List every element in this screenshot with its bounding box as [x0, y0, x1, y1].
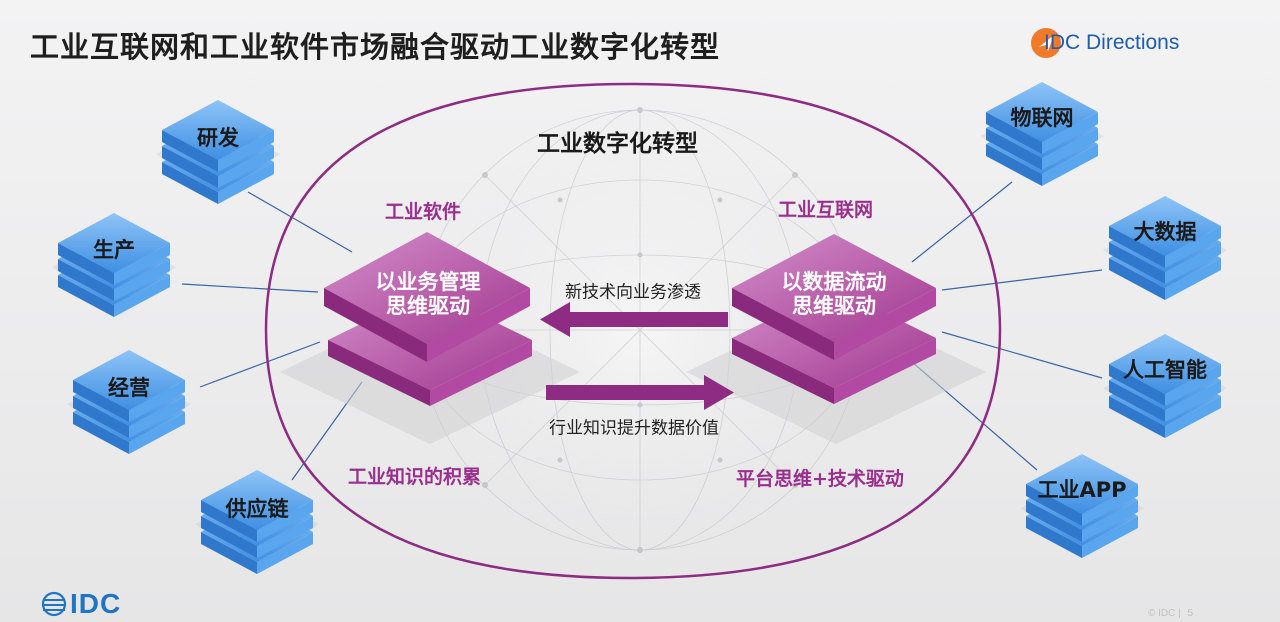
right-block-line-1: 以数据流动: [781, 270, 887, 294]
footer-copyright: © IDC |: [1148, 608, 1181, 619]
footer: © IDC | 5: [1148, 608, 1197, 619]
arrow-to-left: [540, 302, 728, 337]
left-group-heading: 工业软件: [385, 201, 462, 223]
idc-logo: IDC: [42, 588, 121, 620]
node-stack-supply-chain: [195, 470, 319, 574]
arrow-to-left-label: 新技术向业务渗透: [565, 282, 701, 303]
left-group-caption: 工业知识的积累: [348, 466, 482, 488]
idc-logo-text: IDC: [70, 588, 122, 619]
node-stack-iot: [980, 82, 1104, 186]
node-label-big-data: 大数据: [1133, 220, 1197, 244]
node-label-ai: 人工智能: [1123, 358, 1207, 382]
right-group-heading: 工业互联网: [778, 199, 874, 221]
node-label-production: 生产: [93, 238, 135, 262]
node-label-operations: 经营: [108, 376, 150, 400]
left-block-label: 以业务管理 思维驱动: [376, 270, 481, 318]
footer-page-number: 5: [1187, 608, 1194, 619]
page-title: 工业互联网和工业软件市场融合驱动工业数字化转型: [30, 30, 721, 64]
right-block-label: 以数据流动 思维驱动: [782, 270, 887, 318]
right-group-caption: 平台思维+技术驱动: [736, 468, 904, 490]
node-stack-rnd: [156, 100, 280, 204]
node-stack-operations: [67, 350, 191, 454]
brand-name: IDC Directions: [1044, 31, 1180, 54]
network-sphere: [410, 100, 870, 560]
node-label-industrial-app: 工业APP: [1037, 478, 1127, 502]
brand-compass-icon: [1031, 28, 1061, 58]
idc-globe-icon: [41, 591, 67, 617]
left-block-line-2: 思维驱动: [386, 294, 470, 318]
node-label-rnd: 研发: [197, 126, 239, 150]
center-title: 工业数字化转型: [537, 131, 698, 157]
industrial-software-stack: [280, 232, 580, 444]
arrow-to-right-label: 行业知识提升数据价值: [549, 418, 719, 439]
left-block-line-1: 以业务管理: [375, 270, 481, 294]
right-block-line-2: 思维驱动: [792, 294, 876, 318]
node-stack-production: [52, 213, 176, 317]
transformation-ring: [264, 82, 1002, 580]
node-stack-industrial-app: [1020, 454, 1144, 558]
brand-logo: IDC Directions: [1030, 26, 1179, 60]
node-label-supply-chain: 供应链: [225, 497, 289, 521]
arrow-to-right: [546, 375, 734, 410]
industrial-internet-stack: [686, 234, 986, 444]
node-label-iot: 物联网: [1010, 106, 1074, 130]
node-stack-big-data: [1103, 196, 1227, 300]
node-stack-ai: [1103, 334, 1227, 438]
